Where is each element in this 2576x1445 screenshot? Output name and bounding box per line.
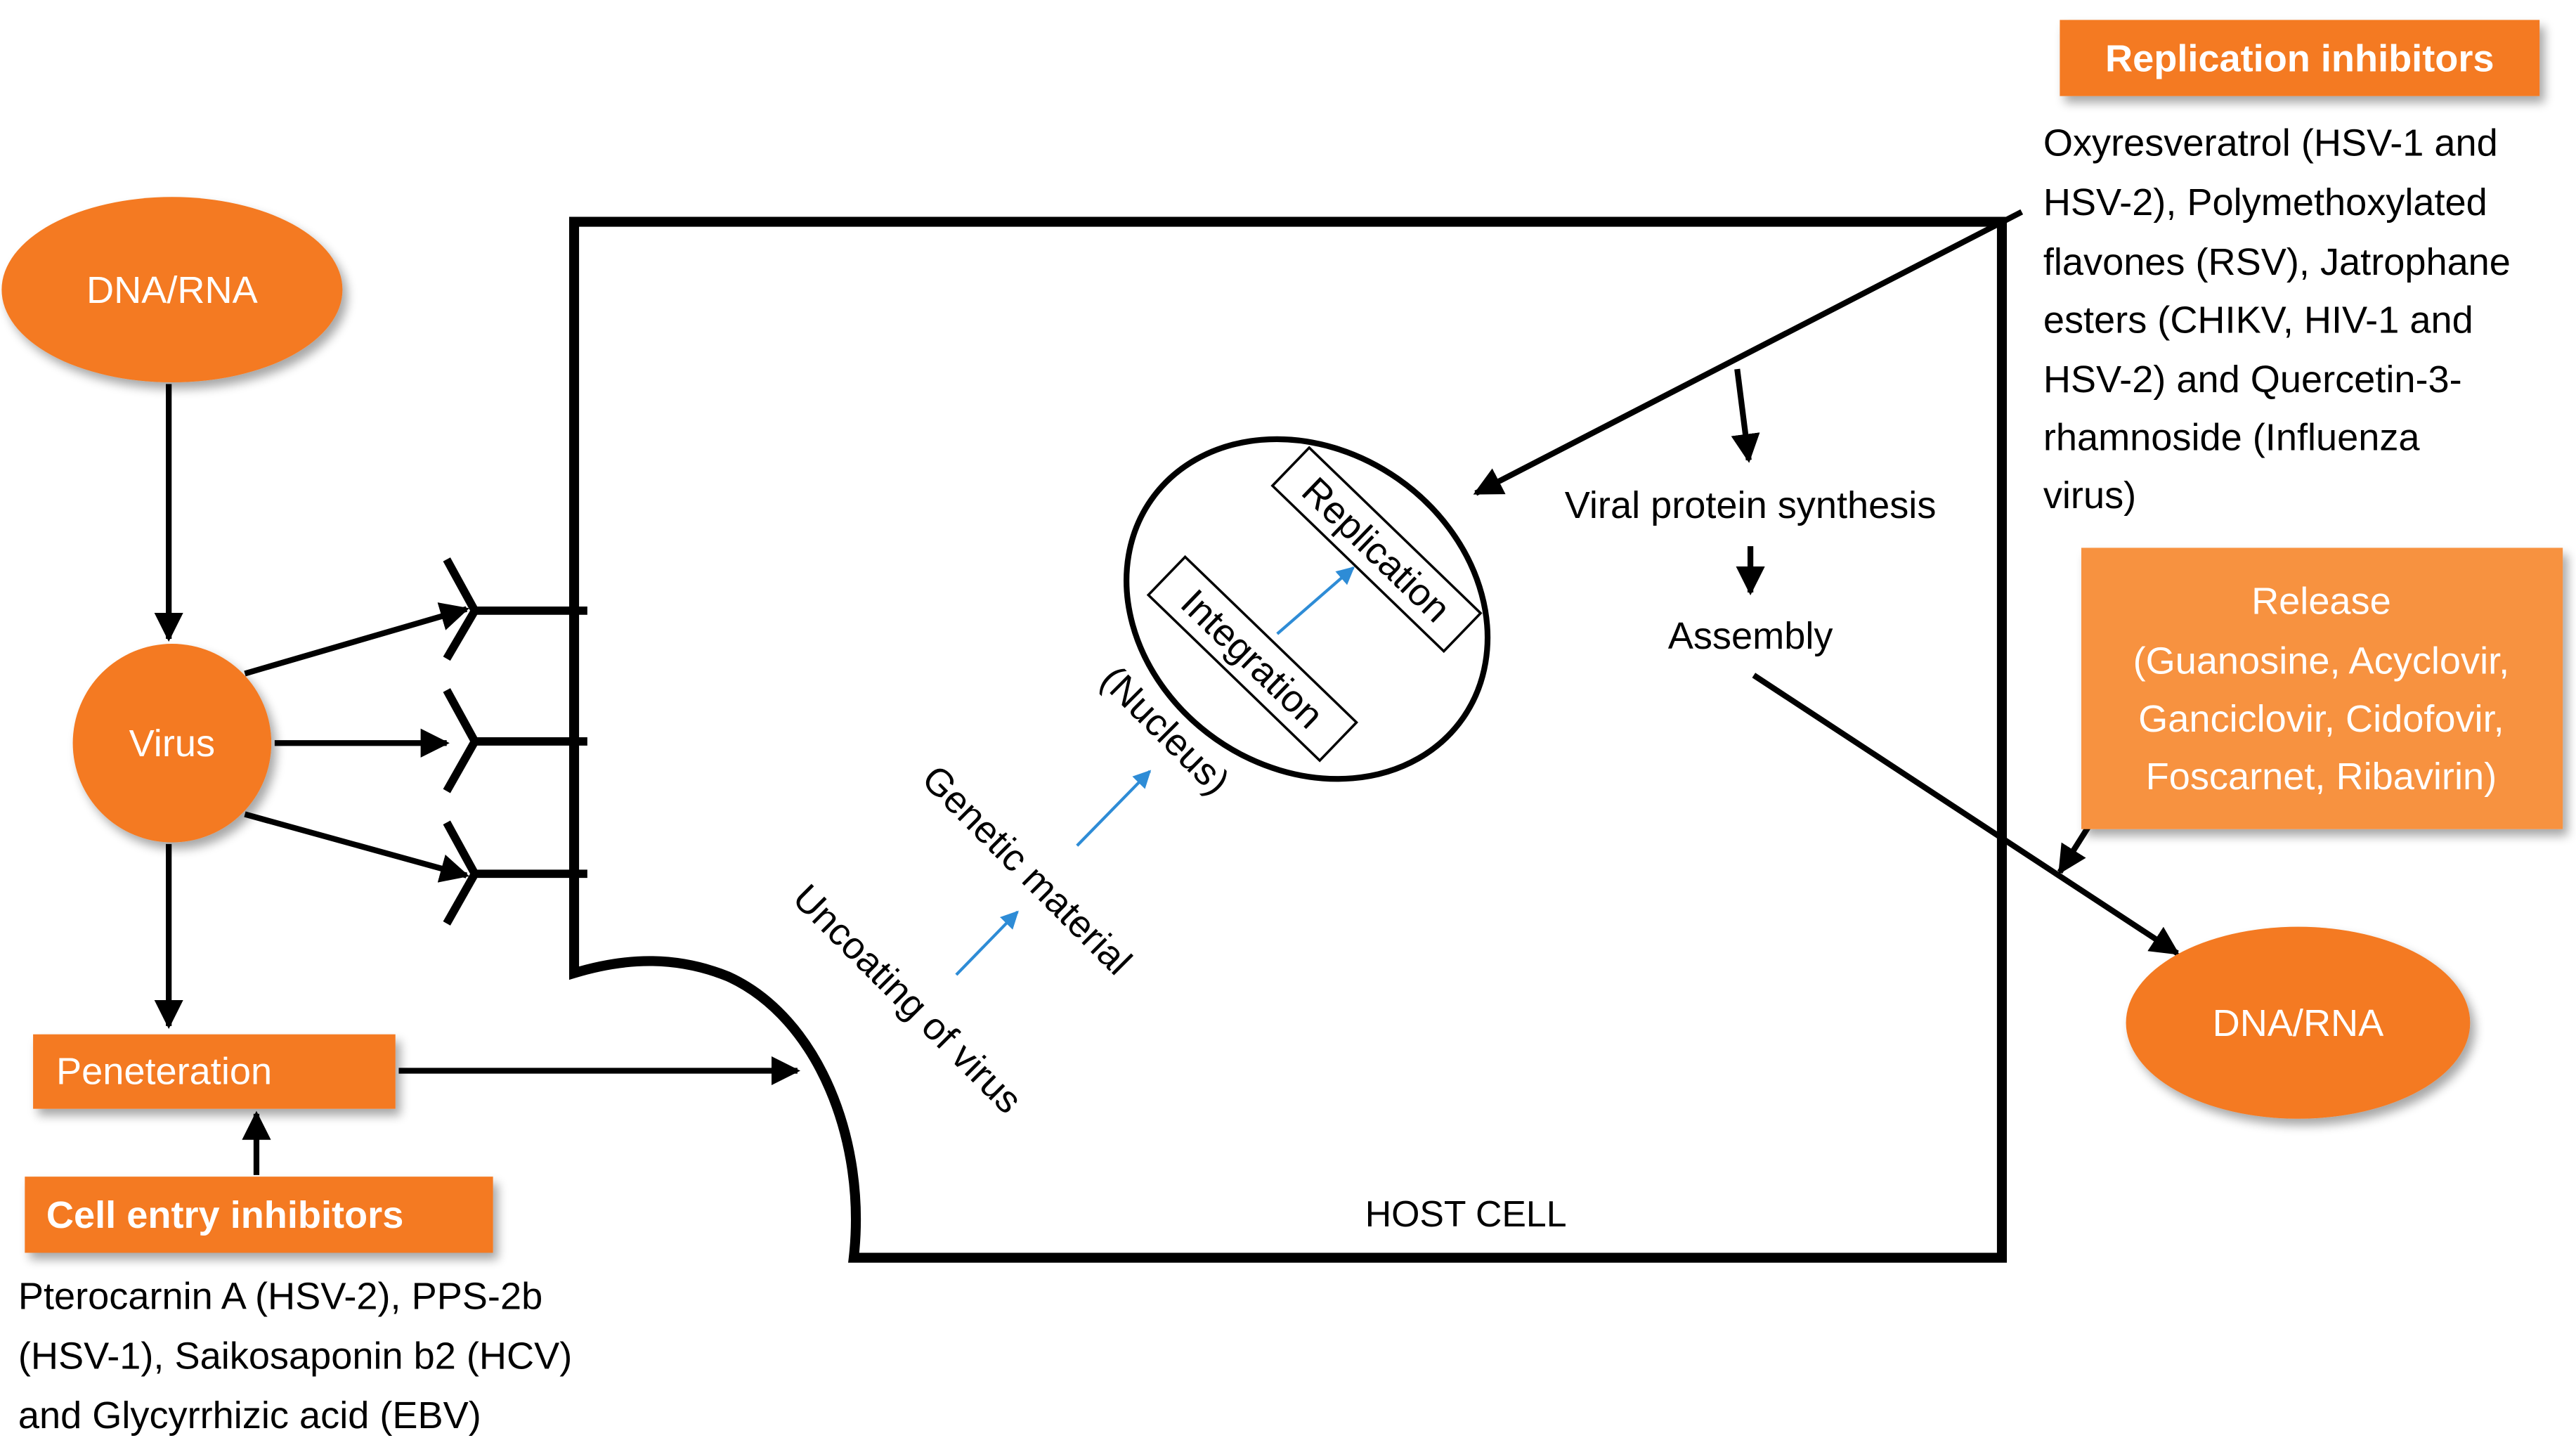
replication-label: Replication xyxy=(1294,469,1458,630)
dna-rna-out-node: DNA/RNA xyxy=(2126,926,2471,1119)
arrow-release-inhibitor xyxy=(2057,826,2090,875)
replication-inhibitors-box: Replication inhibitors xyxy=(2060,20,2540,96)
integration-label: Integration xyxy=(1173,581,1332,737)
replication-example-line: rhamnoside (Influenza xyxy=(2043,417,2421,459)
blue-arrows xyxy=(955,566,1355,976)
arrow-assembly-to-release xyxy=(1752,673,2180,956)
arrow-branch-to-protein-synthesis xyxy=(1731,368,1760,463)
nucleus-outline xyxy=(1124,436,1491,782)
cell-entry-example-line: Pterocarnin A (HSV-2), PPS-2b xyxy=(18,1276,542,1318)
replication-example-line: flavones (RSV), Jatrophane xyxy=(2043,241,2511,283)
receptor xyxy=(443,688,587,793)
viral-protein-synthesis-label: Viral protein synthesis xyxy=(1565,484,1937,526)
virus-node: Virus xyxy=(72,644,272,843)
release-drug-line: Foscarnet, Ribavirin) xyxy=(2146,756,2497,798)
cell-arrows xyxy=(1473,209,2180,956)
dna-rna-out-label: DNA/RNA xyxy=(2213,1002,2384,1044)
replication-box: Replication xyxy=(1270,446,1483,654)
genetic-material-label: Genetic material xyxy=(914,757,1140,983)
replication-inhibitors-label: Replication inhibitors xyxy=(2105,37,2494,79)
replication-example-line: HSV-2) and Quercetin-3- xyxy=(2043,358,2462,401)
cell-entry-example-line: and Glycyrrhizic acid (EBV) xyxy=(18,1394,481,1437)
assembly-label: Assembly xyxy=(1668,615,1833,657)
blue-arrow xyxy=(955,910,1019,976)
release-title: Release xyxy=(2251,581,2391,623)
receptors xyxy=(443,557,587,926)
receptor xyxy=(443,557,587,661)
host-cell-outline xyxy=(568,216,2008,1263)
cell-entry-example-line: (HSV-1), Saikosaponin b2 (HCV) xyxy=(18,1335,572,1377)
nucleus-label: (Nucleus) xyxy=(1093,658,1237,803)
host-cell: HOST CELL xyxy=(568,216,2008,1263)
replication-example-line: esters (CHIKV, HIV-1 and xyxy=(2043,299,2473,341)
uncoating-label: Uncoating of virus xyxy=(785,876,1030,1122)
replication-examples: Oxyresveratrol (HSV-1 and HSV-2), Polyme… xyxy=(2043,122,2511,517)
arrow-virus-to-receptor xyxy=(244,602,469,677)
blue-arrow xyxy=(1076,770,1152,847)
cell-membrane-indent xyxy=(573,958,859,1258)
left-arrows xyxy=(154,384,801,1175)
replication-example-line: HSV-2), Polymethoxylated xyxy=(2043,181,2487,223)
peneteration-label: Peneteration xyxy=(56,1050,272,1092)
dna-rna-top-label: DNA/RNA xyxy=(86,269,258,311)
replication-example-line: Oxyresveratrol (HSV-1 and xyxy=(2043,122,2498,164)
cell-entry-inhibitors-box: Cell entry inhibitors xyxy=(25,1177,493,1253)
virus-label: Virus xyxy=(129,722,215,765)
release-drug-line: (Guanosine, Acyclovir, xyxy=(2133,640,2510,682)
replication-example-line: virus) xyxy=(2043,474,2136,517)
peneteration-box: Peneteration xyxy=(33,1034,396,1109)
dna-rna-top-node: DNA/RNA xyxy=(1,197,343,382)
cell-entry-examples: Pterocarnin A (HSV-2), PPS-2b (HSV-1), S… xyxy=(18,1276,572,1437)
blue-arrow xyxy=(1276,566,1355,635)
arrow-virus-to-receptor xyxy=(244,811,469,883)
receptor xyxy=(443,820,587,926)
arrow-inhibitor-to-nucleus xyxy=(1473,209,2024,496)
release-box: Release (Guanosine, Acyclovir, Ganciclov… xyxy=(2081,547,2563,829)
release-drug-line: Ganciclovir, Cidofovir, xyxy=(2138,698,2504,740)
host-cell-label: HOST CELL xyxy=(1365,1193,1567,1234)
cell-entry-inhibitors-label: Cell entry inhibitors xyxy=(46,1194,403,1236)
